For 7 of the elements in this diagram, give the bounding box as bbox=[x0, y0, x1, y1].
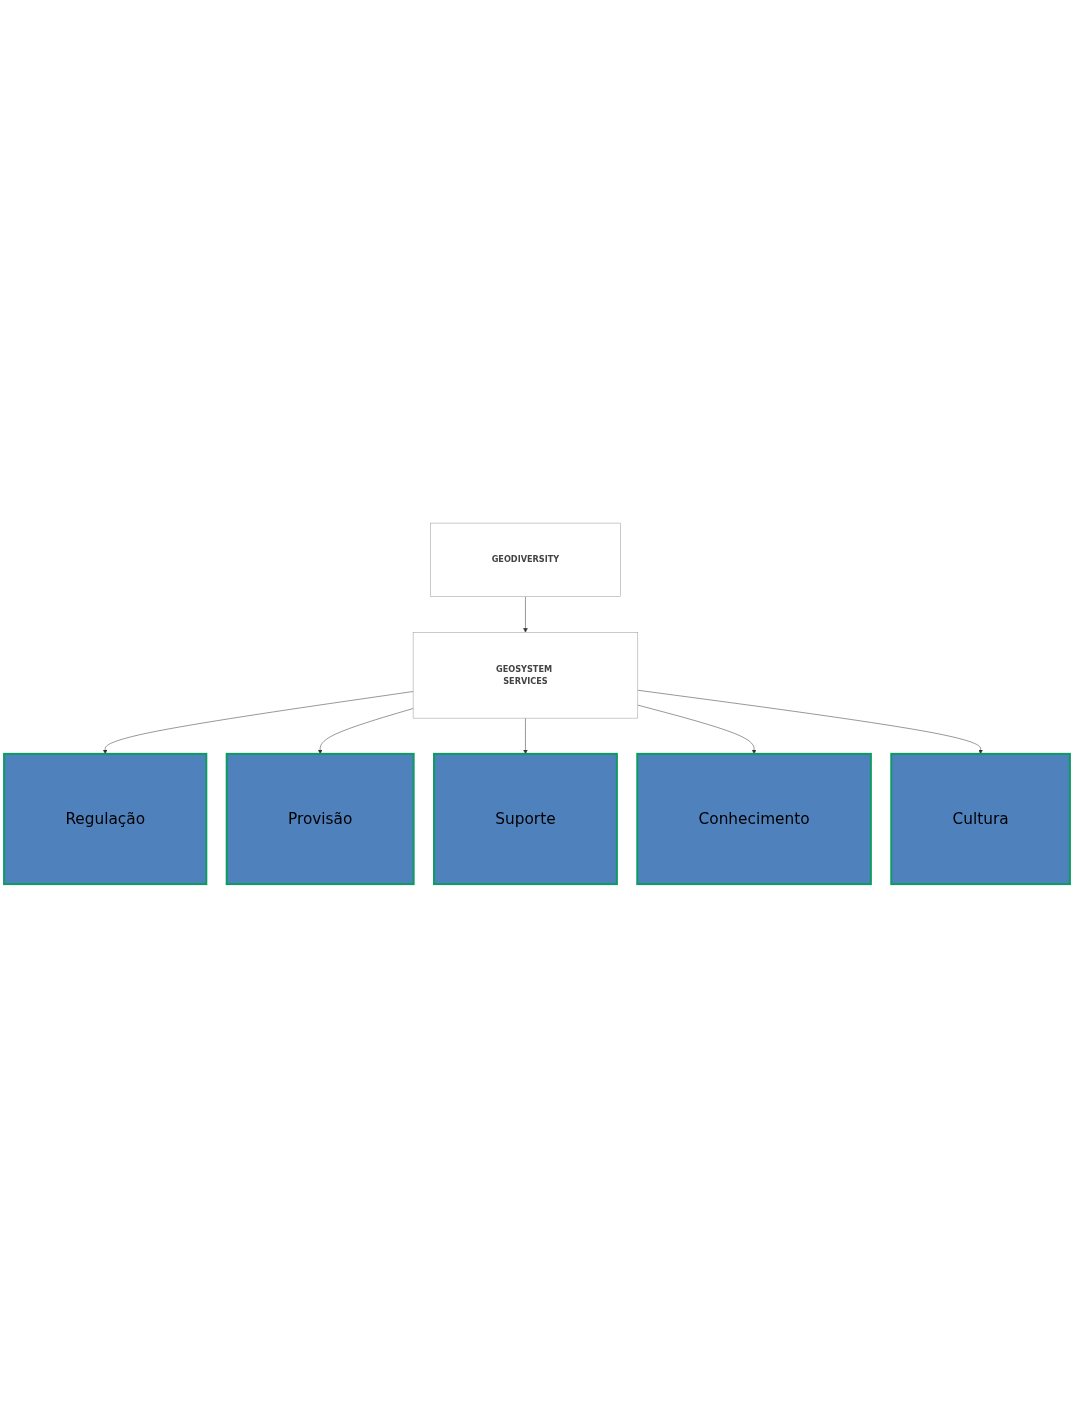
node-box: GEODIVERSITY bbox=[430, 523, 621, 598]
node-box: Provisão bbox=[225, 753, 415, 886]
node-box: Conhecimento bbox=[636, 753, 872, 886]
node-box: Cultura bbox=[890, 753, 1071, 886]
node-box: Regulação bbox=[3, 753, 208, 886]
node-box: Suporte bbox=[433, 753, 618, 886]
node-box: GEOSYSTEM SERVICES bbox=[412, 632, 639, 719]
